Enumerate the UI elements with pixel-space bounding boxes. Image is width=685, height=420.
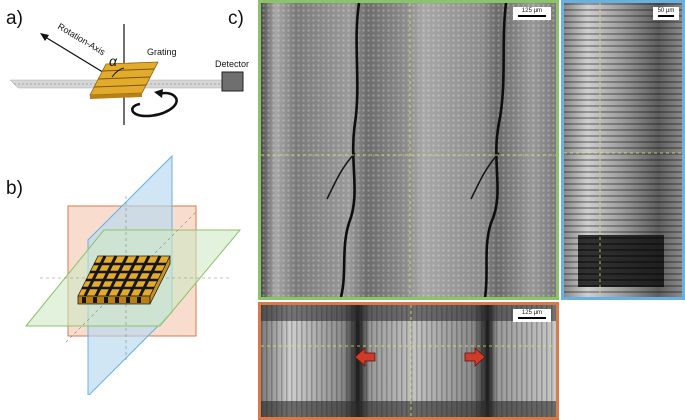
- scale-bar-orange: 125 µm: [513, 309, 551, 322]
- alpha-label: α: [109, 53, 118, 69]
- tomogram-slice-blue: 50 µm: [561, 0, 685, 300]
- red-arrow-right-icon: [464, 347, 486, 367]
- rotation-axis-label: Rotation-Axis: [56, 21, 107, 57]
- scale-bar-green: 125 µm: [513, 7, 551, 20]
- tomogram-slice-green: 125 µm: [258, 0, 559, 300]
- angle-arc: [111, 67, 125, 78]
- planes-schematic: [24, 154, 242, 395]
- grating-label: Grating: [147, 47, 177, 57]
- scale-bar-label: 125 µm: [521, 310, 543, 316]
- scale-bar-label: 50 µm: [657, 8, 675, 14]
- crack-line-left: [339, 3, 361, 297]
- detector-box: [221, 71, 244, 92]
- tomogram-slice-orange: 125 µm: [258, 302, 559, 420]
- panel-letter-a: a): [6, 8, 23, 29]
- rotation-arrow-icon: [131, 91, 178, 118]
- setup-schematic: Rotation-Axis α Grating Detector: [9, 21, 249, 125]
- scale-bar-label: 125 µm: [521, 8, 543, 14]
- grating-block-icon: [77, 255, 171, 305]
- panel-letter-b: b): [6, 178, 23, 199]
- red-arrow-left-icon: [354, 347, 376, 367]
- scale-bar-blue: 50 µm: [653, 7, 679, 20]
- crack-line-right: [483, 3, 508, 297]
- detector-label: Detector: [215, 59, 249, 69]
- panel-letter-c: c): [228, 8, 244, 29]
- grating-icon: [89, 61, 159, 99]
